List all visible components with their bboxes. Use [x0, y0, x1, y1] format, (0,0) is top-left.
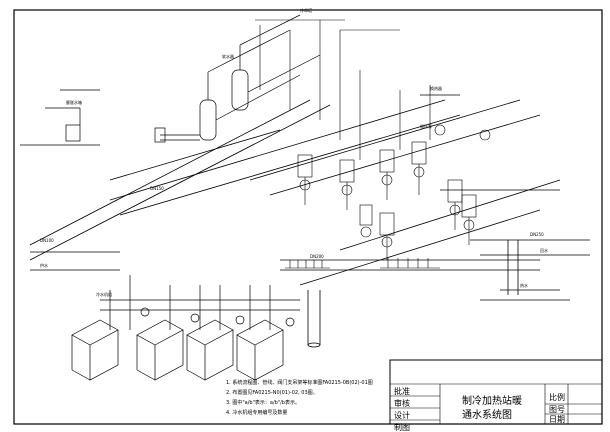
note-4: 4. 冷水机组专用编号及数量 — [226, 409, 287, 416]
upper-tanks — [20, 14, 321, 146]
date-label: 日期 — [549, 415, 565, 424]
manifold — [285, 258, 440, 269]
approve-label: 批准 — [394, 386, 410, 396]
pump-1 — [297, 154, 313, 178]
hot-water-label: 热水 — [520, 282, 528, 288]
chiller-label: 冷水机组 — [96, 291, 112, 297]
return-label: 回水 — [540, 247, 548, 253]
pump-6 — [461, 194, 477, 218]
pump-cluster — [297, 124, 491, 260]
sheet-border — [13, 9, 603, 425]
draw-label: 制图 — [394, 422, 410, 432]
riser-pipe — [307, 240, 519, 348]
upper-risers — [255, 19, 431, 160]
dim-tag-2: DN150 — [150, 186, 164, 191]
title-block-text: 批准 审核 设计 制图 制冷加热站暖 通水系统图 比例 图号 日期 — [394, 386, 565, 432]
tank-label: 膨胀水箱 — [66, 99, 82, 105]
note-1: 1. 系统流程图、管线、阀门支吊架等标准图FA0215-0B(02)-01图 — [226, 379, 373, 386]
dim-tag-1: DN100 — [40, 238, 54, 243]
chiller-row — [71, 275, 300, 381]
pump-5 — [447, 179, 463, 203]
heat-exchanger-label: 换热器 — [430, 85, 442, 91]
sheet-label: 图号 — [549, 405, 565, 414]
pump-4 — [411, 141, 427, 165]
title-block — [389, 359, 603, 425]
dim-tag-3: DN200 — [310, 254, 324, 259]
chiller-unit-3 — [186, 319, 234, 381]
pump-7 — [379, 212, 395, 236]
chiller-unit-2 — [136, 319, 184, 381]
pump-label: 循环泵 — [420, 123, 432, 129]
dim-tag-4: DN250 — [530, 232, 544, 237]
chiller-unit-1 — [71, 319, 119, 381]
expansion-tank — [65, 124, 81, 142]
softener-tank-1 — [199, 99, 217, 141]
main-headers — [29, 94, 590, 301]
drawing-title-line2: 通水系统图 — [462, 408, 512, 421]
chiller-unit-4 — [236, 319, 284, 381]
drawing-title-line1: 制冷加热站暖 — [462, 394, 522, 407]
cooling-tower-label: 冷却塔 — [300, 7, 312, 13]
notes-block: 1. 系统流程图、管线、阀门支吊架等标准图FA0215-0B(02)-01图 2… — [226, 379, 373, 416]
scale-label: 比例 — [549, 392, 565, 402]
supply-label: 供水 — [40, 262, 48, 268]
softener-label: 软水器 — [222, 53, 234, 59]
design-label: 设计 — [394, 410, 410, 420]
note-3: 3. 图中"a/b"表示：a/b"/b表示。 — [226, 399, 300, 406]
note-2: 2. 布置图见FA0215-N0(01)-02, 03图。 — [226, 389, 318, 396]
pump-8 — [359, 204, 373, 226]
pump-3 — [379, 149, 395, 173]
review-label: 审核 — [394, 398, 410, 408]
